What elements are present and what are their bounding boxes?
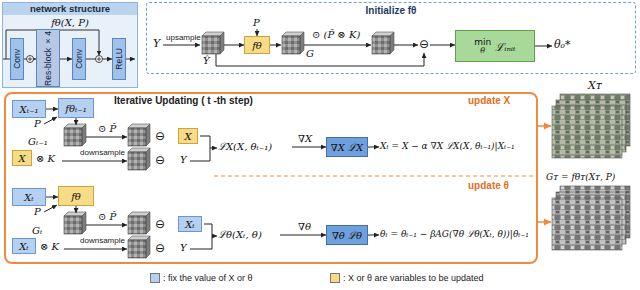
math-label: ⊙ P̂ bbox=[98, 211, 116, 223]
gradient-box: ∇θ ℒθ bbox=[326, 225, 368, 245]
layer-box: Conv bbox=[72, 38, 86, 80]
section-label: ⊖ bbox=[155, 217, 165, 231]
network-box: fθ bbox=[58, 186, 94, 206]
math-label: ∇X bbox=[298, 133, 312, 145]
subscript: θ bbox=[480, 47, 485, 55]
math-label: ⊙ (P̂ ⊗ K) bbox=[312, 29, 360, 41]
flow-connector bbox=[46, 197, 58, 198]
section-label: ⊖ bbox=[155, 241, 165, 255]
loss-box: minθ ℒᵢₙᵢₜ bbox=[455, 30, 535, 62]
box-label: fθ bbox=[252, 40, 262, 51]
legend-swatch bbox=[150, 273, 160, 283]
box-label: Res-block ×4 bbox=[44, 31, 53, 86]
panel-title: network structure bbox=[3, 3, 137, 15]
box-label: Xₜ₋₁ bbox=[20, 104, 39, 115]
operator: min bbox=[474, 38, 491, 47]
network-box: fθₜ₋₁ bbox=[58, 98, 94, 118]
box-label: ReLU bbox=[115, 48, 124, 70]
section-label: update θ bbox=[468, 180, 509, 192]
math-label: P bbox=[253, 17, 260, 29]
box-label: Xₜ bbox=[19, 241, 29, 252]
section-label: ⊖ bbox=[155, 129, 165, 143]
math-label: P bbox=[34, 206, 41, 218]
box-label: ∇X ℒX bbox=[331, 142, 363, 153]
loss-symbol: ℒᵢₙᵢₜ bbox=[495, 39, 516, 54]
math-label: Ŷ bbox=[203, 55, 210, 67]
variable-box: Xₜ bbox=[12, 188, 46, 206]
math-label: P bbox=[34, 118, 41, 130]
math-label: Gᴛ = fθᴛ(Xᴛ, P) bbox=[546, 172, 615, 183]
flow-arrows bbox=[44, 29, 552, 249]
box-label: Xₜ bbox=[185, 219, 195, 230]
math-label: ℒX(X, θₜ₋₁) bbox=[218, 141, 272, 153]
math-label: θ₀* bbox=[554, 38, 571, 51]
legend-text: : X or θ are variables to be updated bbox=[343, 272, 484, 284]
math-label: Y bbox=[180, 242, 187, 254]
math-label: Xᴛ bbox=[588, 79, 602, 92]
gradient-box: ∇X ℒX bbox=[326, 137, 368, 157]
region-title: Iterative Updating ( t -th step) bbox=[114, 95, 253, 107]
operation-label: downsample bbox=[80, 236, 125, 246]
math-label: Gₜ bbox=[32, 225, 42, 237]
math-label: θₜ = θₜ₋₁ − βAG(∇θ ℒθ(Xₜ, θ))|θₜ₋₁ bbox=[380, 229, 529, 240]
formula: fθ(X, P) bbox=[3, 17, 137, 29]
box-label: ∇θ ℒθ bbox=[332, 230, 362, 241]
variable-box: Xₜ₋₁ bbox=[12, 100, 46, 118]
network-panel: network structure fθ(X, P) Conv Res-block ×… bbox=[2, 2, 138, 88]
stacked-operator: minθ bbox=[474, 38, 491, 55]
math-label: Y bbox=[180, 154, 187, 166]
layer-box: ReLU bbox=[112, 38, 126, 80]
math-label: ∇θ bbox=[298, 221, 311, 233]
section-label: update X bbox=[468, 95, 510, 107]
box-label: Conv bbox=[75, 49, 84, 69]
layer-box: Res-block ×4 bbox=[36, 29, 60, 87]
math-label: ⊗ K bbox=[36, 153, 55, 165]
box-label: X bbox=[184, 131, 191, 142]
operation-label: downsample bbox=[80, 148, 125, 158]
math-label: ⊗ K bbox=[40, 241, 59, 253]
variable-box: Xₜ bbox=[12, 238, 36, 254]
variable-box: X bbox=[178, 128, 198, 144]
math-label: Gₜ₋₁ bbox=[28, 136, 48, 148]
math-label: G bbox=[306, 48, 314, 60]
panel-ground bbox=[2, 2, 138, 88]
math-label: ⊙ P̂ bbox=[98, 123, 116, 135]
legend-text: : fix the value of X or θ bbox=[163, 272, 253, 284]
variable-box: Xₜ bbox=[178, 216, 202, 232]
math-label: ℒθ(Xₜ, θ) bbox=[218, 229, 262, 241]
operation-label: upsample bbox=[166, 33, 201, 43]
variable-box: X bbox=[12, 150, 32, 166]
flow-connector bbox=[60, 59, 72, 60]
math-label: Xₜ = X − α ∇X ℒX(X, θₜ₋₁)|Xₜ₋₁ bbox=[380, 141, 515, 152]
section-label: ⊖ bbox=[155, 153, 165, 167]
network-box: fθ bbox=[244, 36, 270, 54]
box-label: Xₜ bbox=[24, 192, 34, 203]
legend-swatch bbox=[330, 273, 340, 283]
layer-box: Conv bbox=[10, 38, 24, 80]
section-label: ⊖ bbox=[419, 37, 429, 51]
flow-connector bbox=[46, 109, 58, 110]
section-divider bbox=[214, 176, 534, 177]
math-label: Y bbox=[153, 37, 160, 50]
box-label: Conv bbox=[13, 49, 22, 69]
region-title: Initialize fθ bbox=[147, 5, 635, 17]
box-label: fθ bbox=[71, 191, 81, 202]
box-label: fθₜ₋₁ bbox=[65, 103, 86, 114]
box-label: X bbox=[18, 153, 25, 164]
